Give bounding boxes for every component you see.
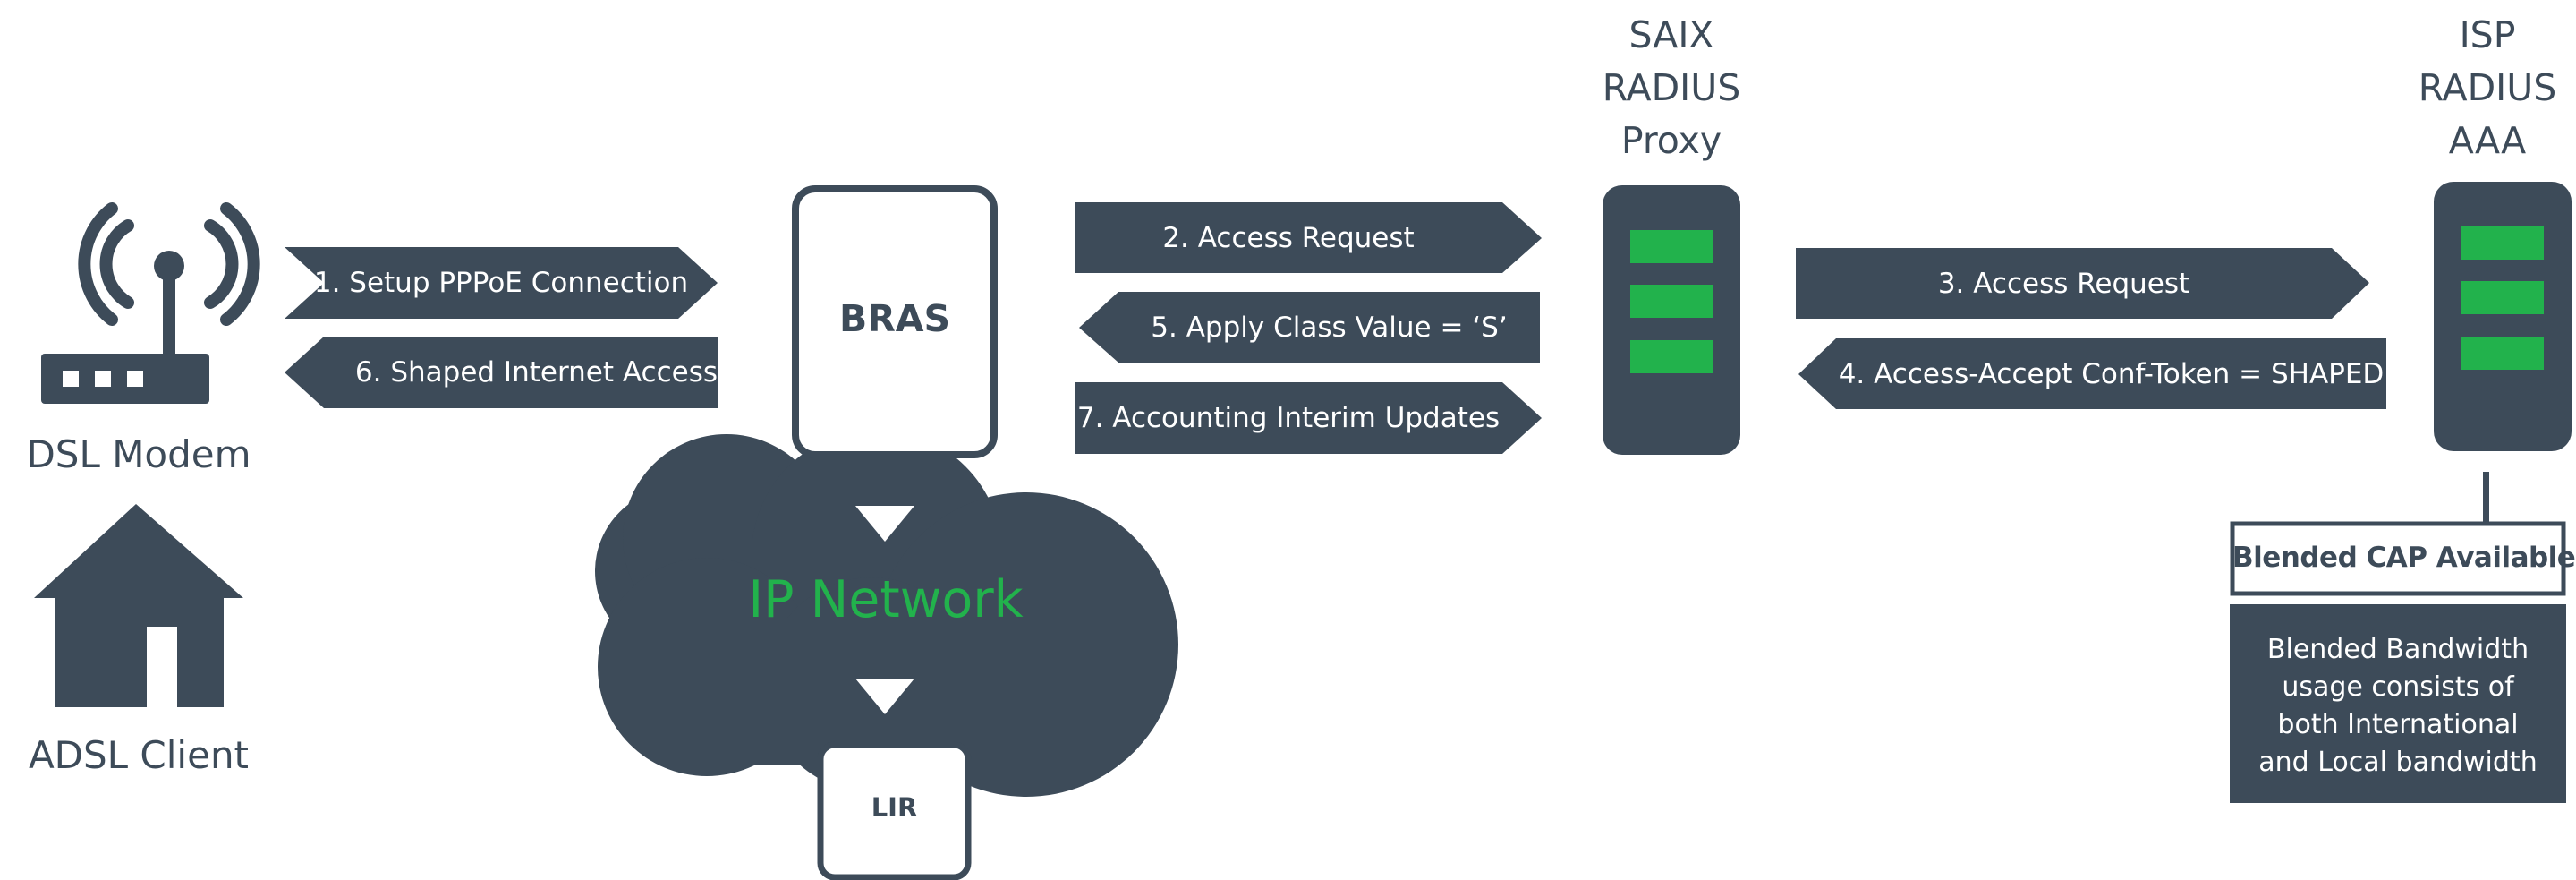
antenna-mast [163, 269, 175, 355]
wifi-router-icon [78, 202, 260, 326]
arrow-access-request-2 [1075, 202, 1542, 273]
arrow-setup-pppoe-label: 1. Setup PPPoE Connection [313, 267, 689, 299]
server-led [2461, 337, 2544, 370]
arrow-apply-class [1079, 292, 1540, 363]
house-icon [34, 504, 243, 707]
isp-title-line: RADIUS [2418, 66, 2557, 109]
modem-light [127, 371, 143, 387]
saix-title: SAIX RADIUS Proxy [1566, 9, 1777, 167]
adsl-client-label: ADSL Client [28, 733, 250, 777]
arrow-accounting [1075, 382, 1542, 454]
saix-title-line: RADIUS [1602, 66, 1741, 109]
blended-description-box [2230, 604, 2566, 803]
server-led [2461, 281, 2544, 314]
isp-title: ISP RADIUS AAA [2407, 9, 2568, 167]
modem-light [95, 371, 111, 387]
server-led [1630, 285, 1713, 318]
bras-box [792, 185, 998, 458]
arrow-access-accept-label: 4. Access-Accept Conf-Token = SHAPED [1838, 357, 2385, 390]
antenna-dot [154, 251, 184, 281]
isp-title-line: ISP [2459, 13, 2516, 56]
bras-label: BRAS [838, 297, 951, 340]
ip-network-label: IP Network [748, 570, 1024, 629]
lir-label: LIR [871, 792, 918, 823]
isp-server-icon [2434, 182, 2572, 451]
saix-server-icon [1603, 185, 1740, 455]
blended-description-line: and Local bandwidth [2258, 747, 2538, 778]
arrow-access-accept [1798, 338, 2386, 409]
arrow-access-request-2-label: 2. Access Request [1162, 221, 1415, 254]
dsl-modem-label: DSL Modem [26, 432, 251, 476]
server-led [2461, 226, 2544, 260]
blended-description: Blended Bandwidth usage consists of both… [2230, 631, 2566, 782]
arrow-accounting-label: 7. Accounting Interim Updates [1076, 402, 1501, 434]
modem-light [63, 371, 79, 387]
isp-title-line: AAA [2448, 119, 2527, 162]
blended-description-line: Blended Bandwidth [2266, 634, 2529, 665]
server-led [1630, 230, 1713, 263]
down-triangle-icon [855, 506, 914, 542]
arrow-shaped-access [285, 337, 718, 408]
saix-title-line: SAIX [1628, 13, 1714, 56]
blended-cap-label: Blended CAP Available [2232, 542, 2576, 574]
arrow-setup-pppoe [285, 247, 718, 319]
down-triangle-icon [855, 679, 914, 714]
modem-body [41, 354, 209, 404]
blended-description-line: both International [2277, 709, 2519, 740]
server-led [1630, 340, 1713, 373]
saix-title-line: Proxy [1620, 119, 1722, 162]
isp-connector-line [2483, 472, 2489, 525]
arrow-access-request-3 [1796, 248, 2369, 319]
blended-description-line: usage consists of [2282, 671, 2514, 703]
blended-cap-box [2230, 521, 2566, 596]
lir-box [817, 741, 972, 880]
arrow-access-request-3-label: 3. Access Request [1937, 267, 2190, 300]
arrow-shaped-access-label: 6. Shaped Internet Access [354, 356, 718, 389]
arrow-apply-class-label: 5. Apply Class Value = ‘S’ [1151, 311, 1508, 344]
